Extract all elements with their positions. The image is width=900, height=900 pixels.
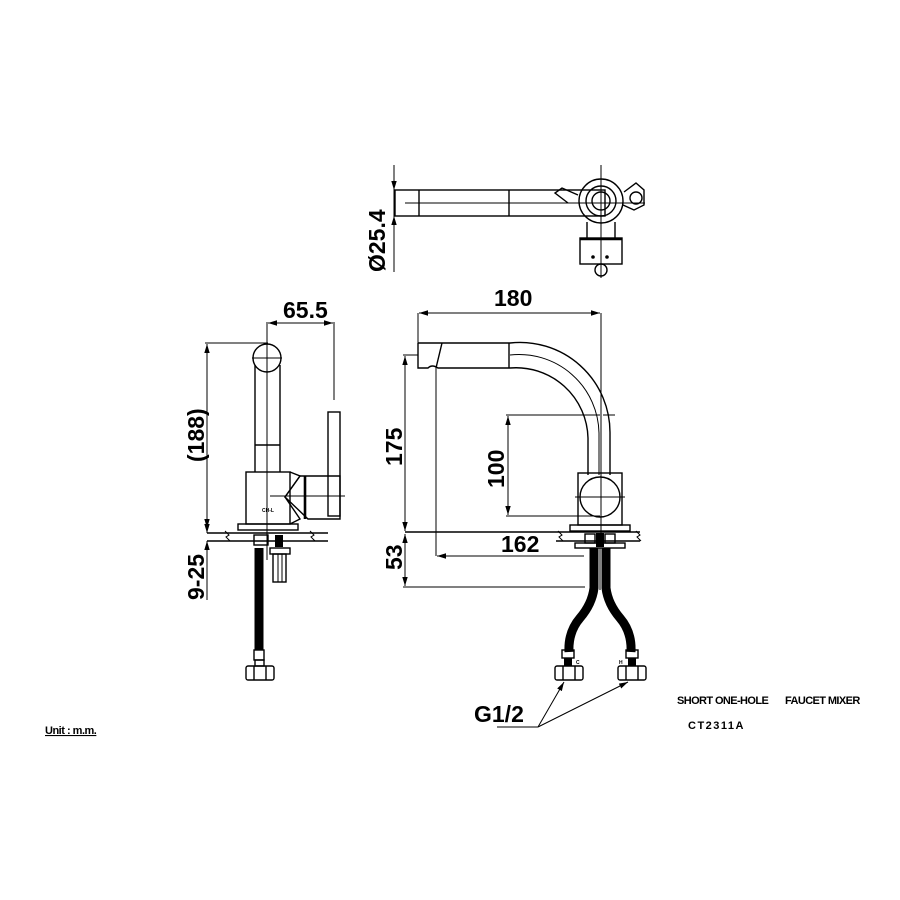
side-marking: CH-L — [262, 508, 274, 514]
subtitle-label: FAUCET MIXER — [785, 695, 860, 707]
spout-height-label: 175 — [381, 427, 407, 466]
shank-label: 53 — [381, 544, 407, 570]
front-view: 180 175 100 162 — [381, 285, 647, 728]
handle-height-label: 100 — [483, 450, 509, 488]
model-label: CT2311A — [688, 720, 745, 732]
side-lever — [327, 411, 341, 517]
title-label: SHORT ONE-HOLE — [677, 695, 768, 707]
width-label: 65.5 — [283, 297, 328, 323]
title-block: SHORT ONE-HOLE FAUCET MIXER CT2311A — [677, 695, 861, 732]
cold-mark: C — [576, 660, 580, 666]
reach-label: 180 — [494, 285, 532, 311]
height-label: (188) — [183, 408, 209, 462]
side-hose-nut — [245, 665, 275, 681]
side-view: 65.5 (188) CH-L — [183, 297, 345, 681]
top-view: Ø25.4 — [364, 165, 645, 278]
unit-label: Unit : m.m. — [45, 725, 97, 737]
connection-label: G1/2 — [474, 701, 524, 727]
front-hose-hot — [601, 548, 636, 653]
hose-offset-label: 162 — [501, 531, 539, 557]
deck-thickness-label: 9-25 — [183, 554, 209, 600]
front-hose-cold — [564, 548, 599, 653]
front-spout — [418, 341, 611, 475]
hot-mark: H — [619, 660, 623, 666]
diameter-label: Ø25.4 — [364, 209, 390, 272]
